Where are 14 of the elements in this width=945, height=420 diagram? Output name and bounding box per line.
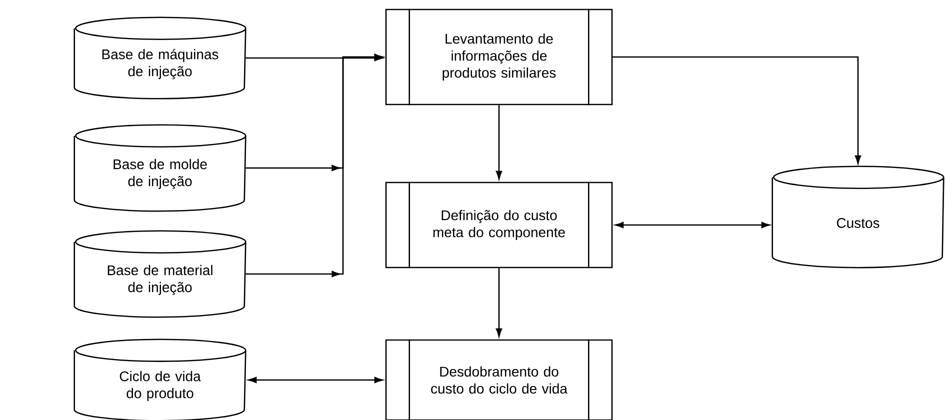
process-box: Definição do custo meta do componente [385,182,613,268]
arrow [248,376,383,384]
database-cylinder: Base de máquinas de injeção [74,16,246,100]
arrow [612,56,862,164]
database-cylinder: Custos [772,166,944,268]
arrow [496,105,502,180]
arrow [615,222,770,228]
process-box: Levantamento de informações de produtos similares [385,8,613,106]
database-cylinder: Base de molde de injeção [74,124,246,212]
arrow [246,54,383,278]
database-cylinder: Base de material de injeção [74,230,246,318]
database-cylinder: Ciclo de vida do produto [74,338,246,420]
process-box: Desdobramento do custo do ciclo de vida [385,339,613,420]
arrow [496,268,502,337]
